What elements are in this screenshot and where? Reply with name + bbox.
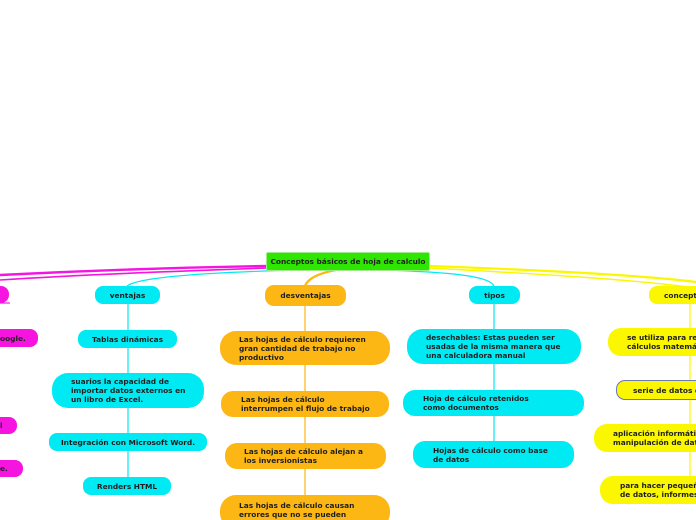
left-child-e-label: e. bbox=[0, 464, 8, 473]
tipos-child-retenidos-label: Hoja de cálculo retenidos como documento… bbox=[423, 394, 529, 412]
concepto-child-bases-datos-label: para hacer pequeñas bases de datos, info… bbox=[620, 481, 696, 499]
concepto-child-serie[interactable]: serie de datos distribuidos bbox=[616, 380, 696, 400]
connector-root-concepto-2 bbox=[429, 267, 696, 289]
tipos-label: tipos bbox=[484, 290, 505, 300]
ventajas-child-word[interactable]: Integración con Microsoft Word. bbox=[49, 433, 207, 451]
ventajas-child-tablas[interactable]: Tablas dinámicas bbox=[78, 330, 177, 348]
desventajas-child-trabajo-label: Las hojas de cálculo requieren gran cant… bbox=[239, 334, 366, 362]
left-child-e[interactable]: e. bbox=[0, 460, 23, 477]
concepto-node[interactable]: concepto bbox=[649, 286, 696, 304]
concepto-child-bases-datos[interactable]: para hacer pequeñas bases de datos, info… bbox=[600, 476, 696, 504]
desventajas-child-inversionistas[interactable]: Las hojas de cálculo alejan a los invers… bbox=[225, 443, 386, 469]
connector-root-left bbox=[0, 264, 269, 277]
tipos-child-desechables-label: desechables: Estas pueden ser usadas de … bbox=[426, 333, 561, 360]
desventajas-child-flujo-label: Las hojas de cálculo interrumpen el fluj… bbox=[241, 395, 370, 413]
tipos-child-retenidos[interactable]: Hoja de cálculo retenidos como documento… bbox=[403, 390, 584, 416]
concepto-child-aplicacion[interactable]: aplicación informática para la manipulac… bbox=[594, 424, 696, 452]
desventajas-label: desventajas bbox=[280, 291, 331, 300]
tipos-child-desechables[interactable]: desechables: Estas pueden ser usadas de … bbox=[407, 329, 581, 364]
desventajas-child-flujo[interactable]: Las hojas de cálculo interrumpen el fluj… bbox=[221, 391, 389, 417]
desventajas-child-errores-label: Las hojas de cálculo causan errores que … bbox=[239, 501, 355, 519]
connector-root-left-2 bbox=[0, 267, 269, 281]
left-child-google-label: oogle. bbox=[0, 333, 26, 343]
left-child-l-label: l bbox=[0, 421, 3, 430]
ventajas-child-renders-label: Renders HTML bbox=[96, 481, 158, 491]
concepto-label: concepto bbox=[664, 290, 696, 300]
ventajas-child-word-label: Integración con Microsoft Word. bbox=[60, 437, 196, 447]
concepto-child-aplicacion-label: aplicación informática para la manipulac… bbox=[613, 429, 696, 447]
left-child-l[interactable]: l bbox=[0, 417, 17, 434]
ventajas-child-importar[interactable]: suarios la capacidad de importar datos e… bbox=[52, 373, 204, 408]
desventajas-child-errores[interactable]: Las hojas de cálculo causan errores que … bbox=[220, 495, 390, 520]
concepto-child-calculos-label: se utiliza para realizar cálculos matemá… bbox=[627, 333, 696, 351]
tipos-child-base-datos[interactable]: Hojas de cálculo como base de datos bbox=[413, 441, 574, 468]
ventajas-child-renders[interactable]: Renders HTML bbox=[83, 477, 171, 495]
concepto-child-serie-label: serie de datos distribuidos bbox=[633, 385, 696, 395]
ventajas-label: ventajas bbox=[109, 290, 146, 300]
connector-root-concepto bbox=[429, 264, 696, 284]
tipos-child-base-datos-label: Hojas de cálculo como base de datos bbox=[433, 445, 548, 464]
left-child-google[interactable]: oogle. bbox=[0, 329, 38, 347]
root-node[interactable]: Conceptos básicos de hoja de calculo bbox=[266, 252, 430, 271]
root-label: Conceptos básicos de hoja de calculo bbox=[270, 257, 426, 266]
ventajas-child-tablas-label: Tablas dinámicas bbox=[92, 334, 163, 344]
ventajas-child-importar-label: suarios la capacidad de importar datos e… bbox=[71, 377, 186, 404]
left-branch-node[interactable] bbox=[0, 286, 9, 303]
desventajas-child-trabajo[interactable]: Las hojas de cálculo requieren gran cant… bbox=[220, 331, 390, 365]
desventajas-node[interactable]: desventajas bbox=[265, 285, 346, 306]
connector-root-tipos bbox=[379, 269, 495, 287]
ventajas-node[interactable]: ventajas bbox=[95, 286, 160, 304]
connector-root-desventajas bbox=[303, 268, 337, 287]
desventajas-child-inversionistas-label: Las hojas de cálculo alejan a los invers… bbox=[244, 447, 363, 465]
concepto-child-calculos[interactable]: se utiliza para realizar cálculos matemá… bbox=[608, 328, 696, 356]
tipos-node[interactable]: tipos bbox=[469, 286, 520, 304]
